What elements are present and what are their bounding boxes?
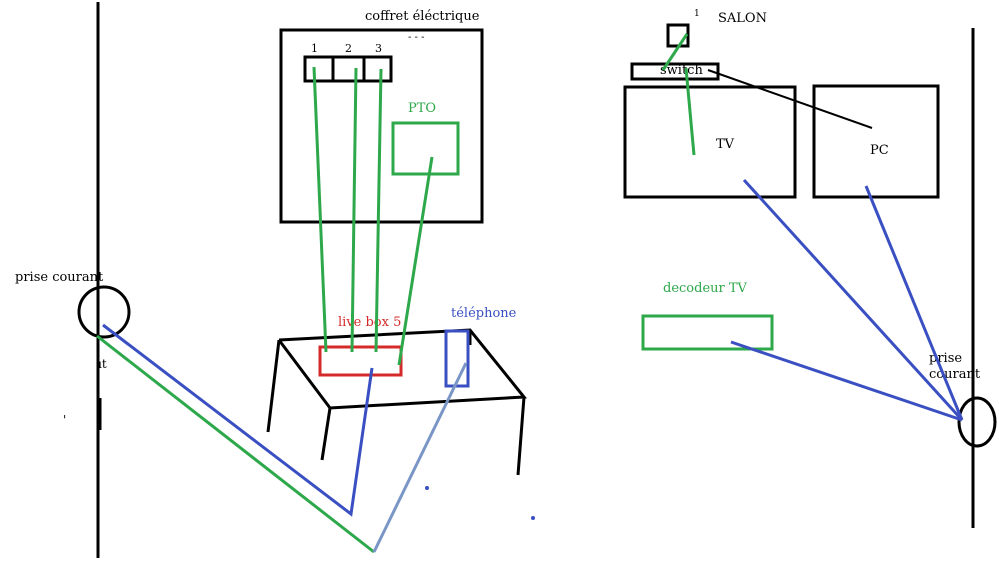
port-2-label: 2 [345, 42, 352, 55]
green-cable-prise [96, 334, 375, 554]
table-leg-2 [320, 407, 332, 461]
coffret-dots: - - - [408, 32, 425, 43]
green-cable-salon-switch [661, 33, 689, 71]
black-cable-switch-pc [707, 69, 873, 129]
blue-cable-decodeur-prise [730, 340, 963, 422]
tv-label: TV [716, 137, 735, 152]
livebox-box [318, 345, 403, 377]
telephone-label: téléphone [451, 306, 517, 321]
decodeur-label: decodeur TV [663, 281, 748, 296]
green-cable-switch-tv [684, 67, 696, 156]
coffret-label: coffret éléctrique [365, 9, 480, 24]
tv-box [623, 85, 797, 199]
green-cable-port3 [374, 68, 383, 353]
stray-dot-2 [531, 516, 535, 520]
telephone-box [444, 329, 470, 388]
port-1-label: 1 [311, 42, 318, 55]
ports-strip [303, 55, 393, 83]
table-leg-3 [516, 396, 526, 476]
left-prise-outlet [77, 285, 131, 339]
blue-cable-prise-livebox [102, 323, 374, 517]
port-3-label: 3 [375, 42, 382, 55]
left-prise-label: prise courant [15, 270, 104, 285]
green-cable-port1 [312, 66, 328, 353]
right-prise-label-2: courant [929, 367, 981, 382]
switch-label: switch [660, 63, 703, 78]
coffret-box [279, 28, 484, 224]
stray-dot-1 [425, 486, 429, 490]
green-cable-port2 [350, 67, 358, 353]
switch-box [630, 62, 720, 81]
pc-box [812, 84, 940, 199]
left-stray-mark: ıt [98, 357, 107, 371]
right-prise-outlet [957, 396, 997, 448]
blue-cable-pc-prise [864, 185, 964, 421]
left-stray-tick: ' [63, 413, 66, 427]
livebox-label: live box 5 [338, 315, 401, 330]
green-cable-pto [397, 156, 434, 366]
table-leg-1 [266, 339, 281, 433]
lightblue-cable-telephone [372, 362, 468, 553]
salon-label: SALON [718, 11, 767, 26]
pc-label: PC [870, 143, 889, 158]
blue-cable-tv-prise [742, 178, 964, 422]
pto-label: PTO [408, 101, 436, 116]
salon-number: 1 [694, 9, 700, 19]
pto-box [391, 121, 460, 176]
decodeur-box [641, 314, 774, 351]
